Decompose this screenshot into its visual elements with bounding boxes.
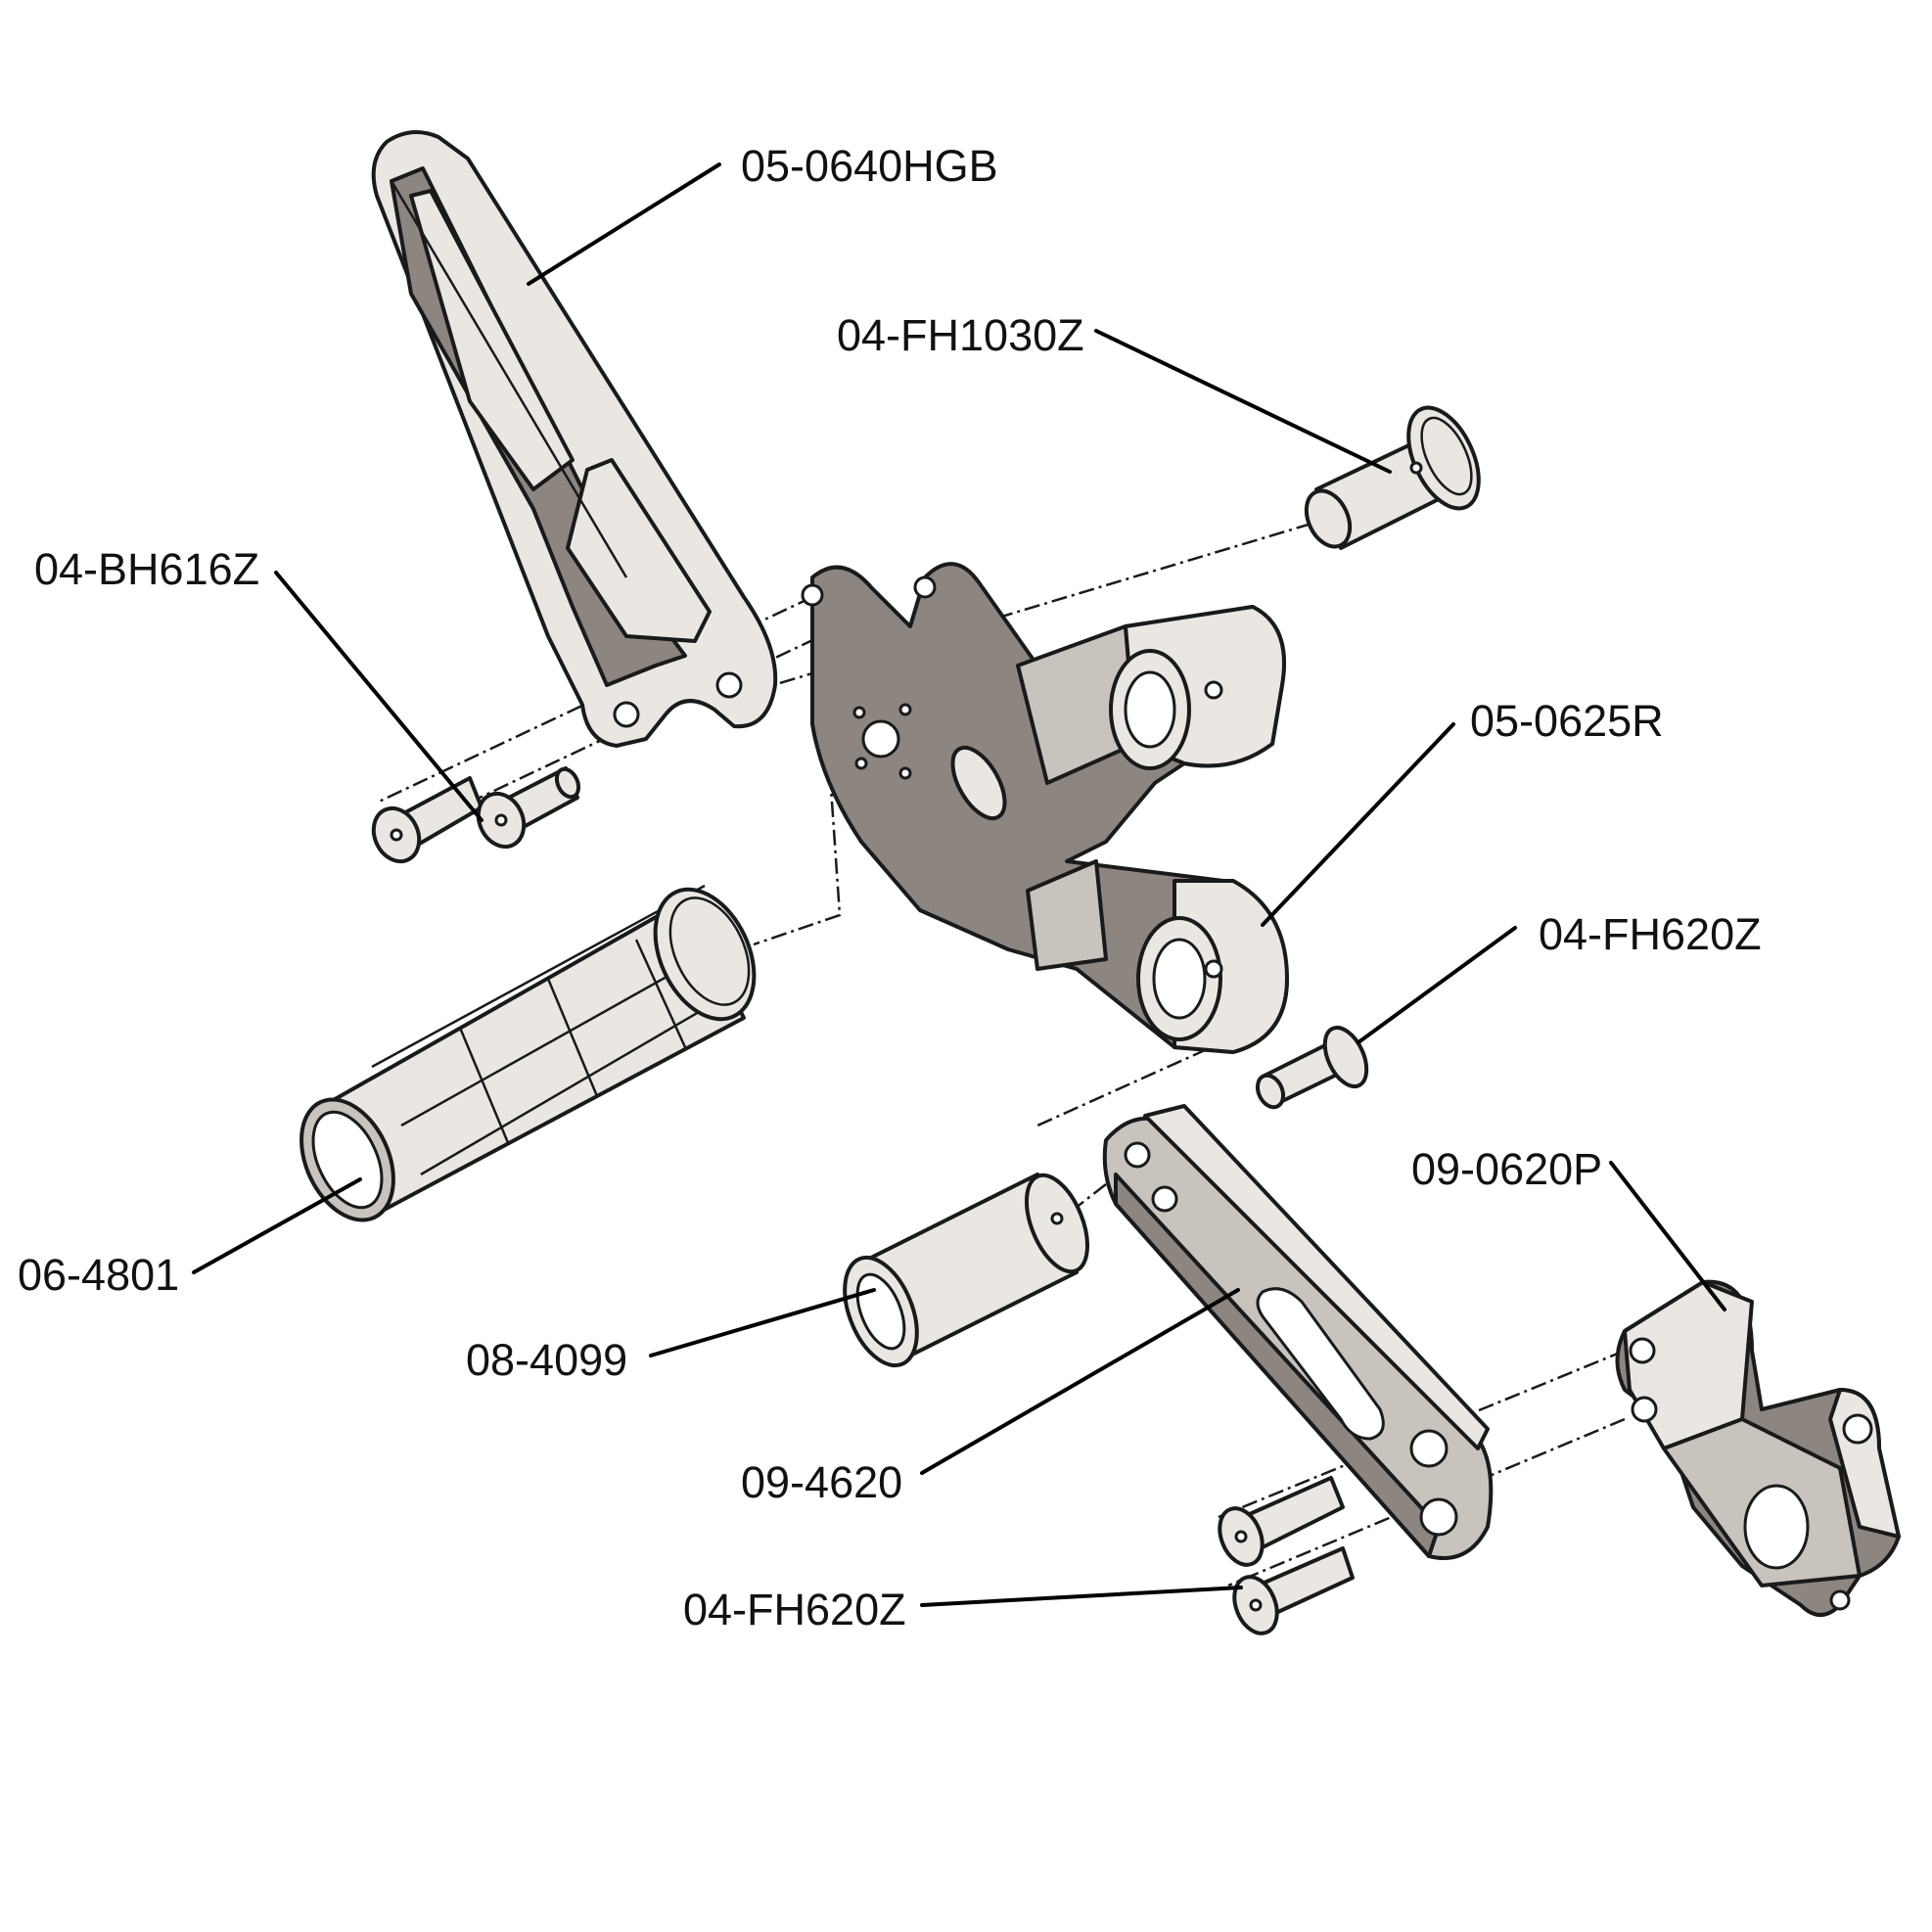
label-rearset-plate: 05-0625R [1470,696,1664,746]
guard-bolts-part [371,766,581,864]
leader-pivot-bolt [1094,329,1392,474]
label-spacer: 08-4099 [466,1335,627,1385]
spacer-part [843,1173,1089,1368]
label-pedal-bolts: 04-FH620Z [683,1585,906,1634]
pedal-bolts-part [1218,1476,1355,1635]
leader-rearset-plate [1261,722,1455,927]
label-guard-bolts: 04-BH616Z [34,544,259,594]
label-pivot-bolt: 04-FH1030Z [837,310,1084,360]
leader-footpeg [192,1177,362,1274]
heel-guard-part [371,130,778,748]
pivot-bolt-part [1304,405,1481,550]
pedal-bracket-part [1615,1279,1901,1617]
leader-guard-bolts [274,571,483,822]
part-labels: 05-0640HGB 04-FH1030Z 04-BH616Z 05-0625R… [18,141,1762,1634]
label-heel-guard: 05-0640HGB [741,141,998,191]
label-linkage-arm: 09-4620 [741,1457,902,1507]
label-footpeg: 06-4801 [18,1250,179,1300]
linkage-bolt-part [1255,1026,1369,1110]
leader-linkage-arm [920,1288,1240,1475]
footpeg-part [299,884,757,1222]
leader-linkage-bolt [1357,926,1517,1044]
leader-pedal-bolts [920,1586,1243,1607]
linkage-arm-part [1102,1104,1494,1560]
rearset-plate-part [801,562,1289,1054]
leader-heel-guard [527,162,721,286]
leader-lines [192,162,1726,1607]
label-pedal-bracket: 09-0620P [1411,1144,1602,1194]
label-linkage-bolt: 04-FH620Z [1539,909,1762,959]
leader-spacer [649,1288,876,1357]
leader-pedal-bracket [1609,1161,1726,1311]
